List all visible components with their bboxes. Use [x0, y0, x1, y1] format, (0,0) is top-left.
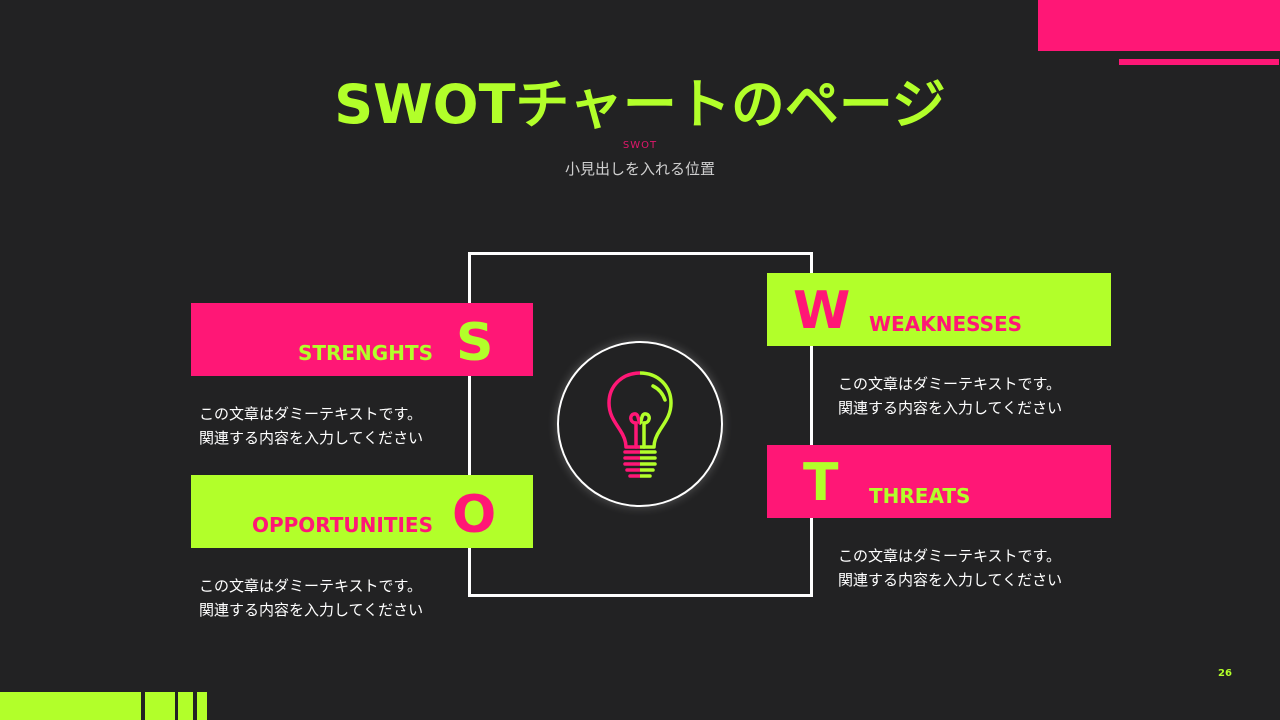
threats-letter: T	[803, 453, 839, 513]
decor-green-bar	[145, 692, 175, 720]
desc-line: 関連する内容を入力してください	[838, 571, 1063, 589]
threats-banner: T THREATS	[767, 445, 1111, 518]
center-circle	[557, 341, 723, 507]
opportunities-banner: OPPORTUNITIES O	[191, 475, 533, 548]
desc-line: 関連する内容を入力してください	[838, 399, 1063, 417]
page-subtitle: 小見出しを入れる位置	[564, 160, 715, 178]
decor-green-bar	[0, 692, 141, 720]
desc-line: この文章はダミーテキストです。	[838, 375, 1062, 393]
threats-label: THREATS	[869, 484, 971, 508]
desc-line: この文章はダミーテキストです。	[838, 547, 1062, 565]
weaknesses-letter: W	[793, 281, 851, 341]
decor-pink-line	[1119, 59, 1279, 65]
weaknesses-banner: W WEAKNESSES	[767, 273, 1111, 346]
eyebrow-label: SWOT	[622, 140, 658, 151]
strengths-letter: S	[456, 313, 494, 373]
opportunities-description: この文章はダミーテキストです。 関連する内容を入力してください	[199, 574, 423, 622]
page-number: 26	[1218, 668, 1232, 679]
strengths-label: STRENGHTS	[297, 341, 433, 365]
lightbulb-icon	[607, 371, 673, 478]
strengths-description: この文章はダミーテキストです。 関連する内容を入力してください	[199, 402, 423, 450]
decor-green-bar	[197, 692, 207, 720]
desc-line: この文章はダミーテキストです。	[199, 405, 423, 423]
opportunities-letter: O	[452, 485, 497, 545]
weaknesses-label: WEAKNESSES	[869, 312, 1023, 336]
strengths-banner: STRENGHTS S	[191, 303, 533, 376]
threats-description: この文章はダミーテキストです。 関連する内容を入力してください	[838, 544, 1062, 592]
page-title: SWOTチャートのページ	[334, 73, 946, 136]
decor-pink-block	[1038, 0, 1280, 51]
desc-line: この文章はダミーテキストです。	[199, 577, 423, 595]
weaknesses-description: この文章はダミーテキストです。 関連する内容を入力してください	[838, 372, 1062, 420]
opportunities-label: OPPORTUNITIES	[251, 513, 433, 537]
decor-green-bar	[178, 692, 193, 720]
desc-line: 関連する内容を入力してください	[199, 601, 424, 619]
center-frame	[468, 252, 813, 597]
desc-line: 関連する内容を入力してください	[199, 429, 424, 447]
